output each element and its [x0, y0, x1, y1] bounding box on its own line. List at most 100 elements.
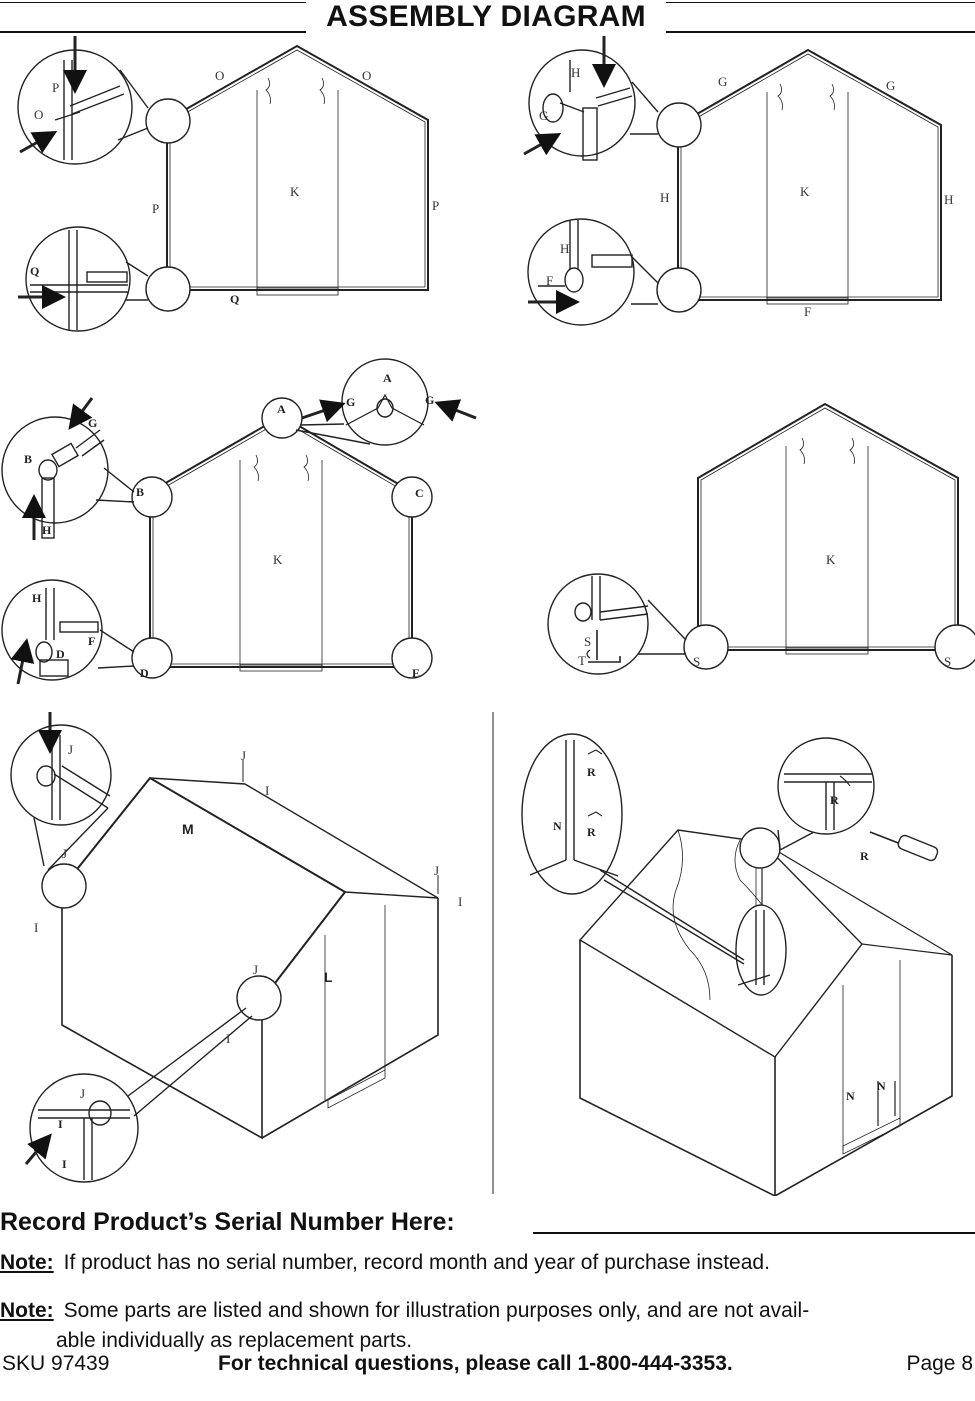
svg-text:P: P [52, 80, 59, 95]
svg-text:G: G [886, 78, 895, 93]
part-label: G [88, 416, 97, 430]
part-label: O [215, 68, 224, 83]
part-label: J [253, 962, 258, 977]
part-label: I [62, 1157, 67, 1171]
part-label: C [415, 486, 424, 500]
svg-text:O: O [215, 68, 224, 83]
figure-6-cover-fastening [521, 733, 953, 1196]
part-label: S [944, 654, 951, 669]
part-label: G [718, 74, 727, 89]
svg-text:I: I [265, 783, 269, 798]
svg-text:P: P [152, 201, 159, 216]
part-label: F [546, 273, 553, 288]
figure-1-labels: P O O O K P P Q Q [30, 68, 439, 306]
svg-text:S: S [944, 654, 951, 669]
figure-5-labels: J J I M J I J I J I L J I I [34, 742, 462, 1171]
part-label: H [660, 190, 669, 205]
svg-text:I: I [226, 1031, 230, 1046]
part-label: H [42, 523, 52, 537]
svg-text:G: G [425, 393, 434, 407]
svg-text:J: J [241, 748, 246, 763]
figure-4-stakes [547, 402, 975, 675]
svg-text:D: D [56, 647, 65, 661]
svg-text:P: P [432, 198, 439, 213]
part-label: S [584, 634, 591, 649]
note-text: If product has no serial number, record … [63, 1251, 770, 1274]
svg-text:F: F [88, 634, 95, 648]
svg-text:Q: Q [30, 264, 39, 278]
svg-text:I: I [458, 894, 462, 909]
svg-text:G: G [346, 395, 355, 409]
part-label: N [846, 1089, 855, 1103]
part-label: N [553, 819, 562, 833]
figure-3-joint-assembly [1, 358, 477, 685]
svg-text:K: K [290, 184, 300, 199]
figure-4-labels: K S T S S [578, 552, 951, 669]
svg-text:H: H [42, 523, 52, 537]
part-label: O [362, 68, 371, 83]
svg-text:H: H [571, 65, 580, 80]
part-label: K [826, 552, 836, 567]
svg-text:B: B [24, 452, 32, 466]
note-text-line2: able individually as replacement parts. [56, 1329, 413, 1352]
svg-text:G: G [539, 108, 548, 123]
svg-text:R: R [860, 849, 869, 863]
figure-6-labels: R N R R R N N [553, 765, 886, 1103]
part-label: R [860, 849, 869, 863]
title-rule-left [0, 31, 306, 33]
part-label: G [886, 78, 895, 93]
part-label: I [34, 920, 38, 935]
figure-5-ridge-assembly [10, 712, 439, 1183]
svg-text:J: J [80, 1086, 85, 1101]
svg-text:K: K [800, 184, 810, 199]
part-label: J [62, 846, 67, 861]
part-label: B [24, 452, 32, 466]
svg-text:S: S [693, 654, 700, 669]
svg-text:G: G [718, 74, 727, 89]
title-rule-right [666, 31, 975, 33]
part-label: G [346, 395, 355, 409]
svg-text:A: A [383, 371, 392, 385]
part-label: E [412, 666, 420, 680]
svg-text:Q: Q [230, 292, 239, 306]
svg-text:B: B [136, 485, 144, 499]
part-label: D [56, 647, 65, 661]
part-label: P [432, 198, 439, 213]
serial-number-line [533, 1232, 975, 1234]
svg-text:R: R [830, 793, 839, 807]
svg-text:N: N [877, 1079, 886, 1093]
page-title: ASSEMBLY DIAGRAM [326, 0, 646, 33]
part-label: R [587, 765, 596, 779]
part-label: A [383, 371, 392, 385]
title-row: ASSEMBLY DIAGRAM [0, 0, 975, 34]
part-label: O [34, 107, 43, 122]
part-label: B [136, 485, 144, 499]
note-label: Note: [0, 1251, 54, 1274]
part-label: G [539, 108, 548, 123]
title-rule-top-left [0, 2, 306, 3]
svg-text:N: N [553, 819, 562, 833]
svg-text:H: H [32, 591, 42, 605]
svg-text:N: N [846, 1089, 855, 1103]
part-label: T [578, 653, 586, 668]
figure-2-labels: H G G G K H H H F F [539, 65, 953, 319]
svg-text:H: H [944, 192, 953, 207]
part-label: P [52, 80, 59, 95]
svg-text:A: A [277, 402, 286, 416]
svg-text:H: H [660, 190, 669, 205]
svg-text:I: I [58, 1117, 63, 1131]
figure-3-labels: G B H A A G G B C K H F D D E [24, 371, 434, 680]
part-label: R [830, 793, 839, 807]
note-text-line1: Some parts are listed and shown for illu… [63, 1299, 810, 1322]
svg-text:I: I [62, 1157, 67, 1171]
title-rule-top-right [666, 2, 975, 3]
serial-number-label: Record Product’s Serial Number Here: [0, 1208, 455, 1236]
part-label: D [140, 666, 149, 680]
part-label: I [265, 783, 269, 798]
figure-2-end-frame-rear [523, 36, 942, 326]
part-label: I [226, 1031, 230, 1046]
part-label: K [800, 184, 810, 199]
part-label: P [152, 201, 159, 216]
part-label: J [241, 748, 246, 763]
part-label: F [88, 634, 95, 648]
